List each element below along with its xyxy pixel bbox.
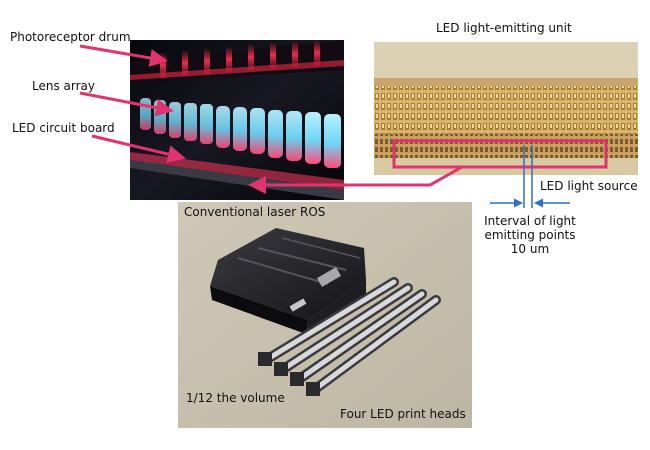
led-circuit-board-label: LED circuit board: [12, 121, 115, 135]
photoreceptor-drum-label: Photoreceptor drum: [10, 30, 131, 44]
led-unit-micrograph-photo: [374, 42, 638, 175]
arrow-led-circuit-board: [91, 134, 186, 163]
interval-caption-line2: emitting points: [484, 227, 576, 242]
led-light-source-label: LED light source: [540, 179, 638, 193]
interval-caption-line1: Interval of light: [484, 214, 576, 228]
led-source-highlight-box: [392, 139, 608, 169]
arrow-lens-array: [79, 91, 174, 117]
interval-caption: Interval of light emitting points 10 um: [478, 214, 582, 256]
lens-array-label: Lens array: [32, 79, 95, 93]
print-heads-comparison-photo: [178, 202, 472, 428]
arrow-photoreceptor-drum: [79, 44, 168, 67]
volume-ratio-label: 1/12 the volume: [186, 391, 285, 405]
arrow-led-unit-to-board: [248, 165, 463, 194]
four-led-print-heads-label: Four LED print heads: [340, 407, 466, 421]
drum-lens-array-photo: [130, 40, 344, 200]
conventional-laser-ros-label: Conventional laser ROS: [184, 205, 326, 219]
interval-caption-value: 10 um: [510, 241, 550, 256]
led-light-emitting-unit-label: LED light-emitting unit: [436, 21, 572, 35]
